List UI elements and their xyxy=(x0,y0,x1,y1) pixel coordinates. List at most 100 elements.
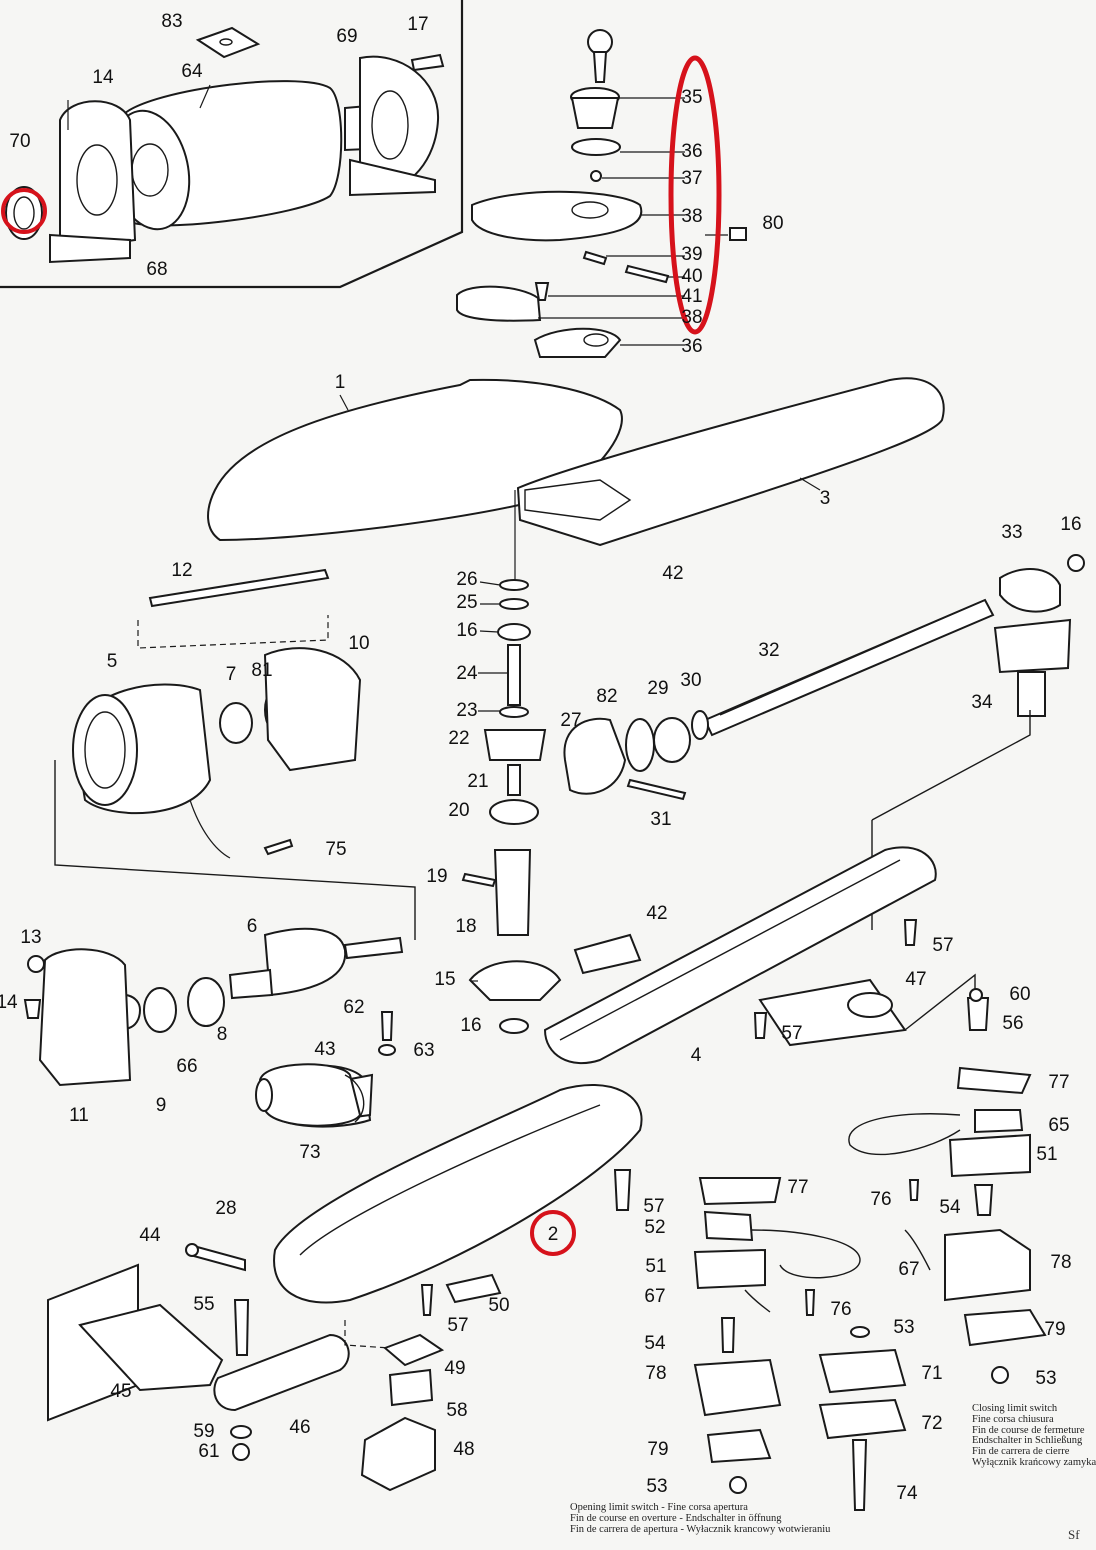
callout-21: 21 xyxy=(467,771,488,792)
callout-4: 4 xyxy=(691,1045,702,1066)
callout-68: 68 xyxy=(146,259,167,280)
release-key-group xyxy=(456,29,747,358)
inset-motor-group xyxy=(1,26,445,264)
callout-57: 57 xyxy=(447,1315,468,1336)
callout-62: 62 xyxy=(343,997,364,1018)
callout-40: 40 xyxy=(681,266,702,287)
callout-2: 2 xyxy=(548,1224,559,1245)
caption-line: Fin de carrera de apertura - Wyłacznik k… xyxy=(570,1523,831,1535)
closing-limit-switch-caption: Closing limit switch Fine corsa chiusura… xyxy=(972,1403,1096,1469)
callout-20: 20 xyxy=(448,800,469,821)
callout-79: 79 xyxy=(1044,1319,1065,1340)
callout-80: 80 xyxy=(762,213,783,234)
callout-43: 43 xyxy=(314,1039,335,1060)
caption-line: Fine corsa chiusura xyxy=(972,1413,1054,1425)
callout-53: 53 xyxy=(646,1476,667,1497)
caption-line: Fin de course en overture - Endschalter … xyxy=(570,1512,782,1524)
callout-77: 77 xyxy=(787,1177,808,1198)
callout-69: 69 xyxy=(336,26,357,47)
callout-7: 7 xyxy=(226,664,237,685)
callout-22: 22 xyxy=(448,728,469,749)
inset-frame xyxy=(0,0,464,289)
screw-group xyxy=(563,554,1085,930)
callout-66: 66 xyxy=(176,1056,197,1077)
left-gear-group xyxy=(23,927,404,1087)
callout-49: 49 xyxy=(444,1358,465,1379)
callout-51: 51 xyxy=(645,1256,666,1277)
callout-53: 53 xyxy=(893,1317,914,1338)
callout-35: 35 xyxy=(681,87,702,108)
callout-64: 64 xyxy=(181,61,203,82)
callout-14: 14 xyxy=(0,992,18,1013)
callout-16: 16 xyxy=(460,1015,481,1036)
callout-73: 73 xyxy=(299,1142,320,1163)
callout-8: 8 xyxy=(217,1024,228,1045)
callout-74: 74 xyxy=(896,1483,918,1504)
callout-63: 63 xyxy=(413,1040,434,1061)
callout-78: 78 xyxy=(645,1363,666,1384)
callout-10: 10 xyxy=(348,633,369,654)
callout-57: 57 xyxy=(932,935,953,956)
callout-55: 55 xyxy=(193,1294,214,1315)
callout-45: 45 xyxy=(110,1381,131,1402)
callout-3: 3 xyxy=(820,488,831,509)
callout-36: 36 xyxy=(681,141,702,162)
callout-65: 65 xyxy=(1048,1115,1069,1136)
callout-15: 15 xyxy=(434,969,455,990)
callout-60: 60 xyxy=(1009,984,1030,1005)
callout-77: 77 xyxy=(1048,1072,1069,1093)
callout-67: 67 xyxy=(898,1259,919,1280)
callout-47: 47 xyxy=(905,969,926,990)
signature-mark: Sf xyxy=(1068,1527,1080,1542)
callout-58: 58 xyxy=(446,1400,467,1421)
callout-18: 18 xyxy=(455,916,476,937)
callout-53: 53 xyxy=(1035,1368,1056,1389)
callout-26: 26 xyxy=(456,569,477,590)
callout-41: 41 xyxy=(681,286,702,307)
callout-82: 82 xyxy=(596,686,617,707)
callout-33: 33 xyxy=(1001,522,1022,543)
callout-16: 16 xyxy=(456,620,477,641)
callout-57: 57 xyxy=(643,1196,664,1217)
callout-75: 75 xyxy=(325,839,346,860)
callout-39: 39 xyxy=(681,244,702,265)
callout-48: 48 xyxy=(453,1439,474,1460)
callout-61: 61 xyxy=(198,1441,219,1462)
callout-54: 54 xyxy=(939,1197,961,1218)
callout-76: 76 xyxy=(870,1189,891,1210)
caption-line: Wyłącznik krańcowy zamykania xyxy=(972,1456,1096,1468)
callout-72: 72 xyxy=(921,1413,942,1434)
callout-42: 42 xyxy=(646,903,667,924)
callout-37: 37 xyxy=(681,168,702,189)
stator-group xyxy=(54,568,416,940)
red-circle-70 xyxy=(1,188,47,234)
callout-14: 14 xyxy=(92,67,114,88)
callout-50: 50 xyxy=(488,1295,509,1316)
callout-83: 83 xyxy=(161,11,182,32)
callout-57: 57 xyxy=(781,1023,802,1044)
callout-36: 36 xyxy=(681,336,702,357)
capacitor-group xyxy=(255,1063,365,1127)
callout-16: 16 xyxy=(1060,514,1081,535)
callout-1: 1 xyxy=(335,372,346,393)
callout-25: 25 xyxy=(456,592,477,613)
callout-81: 81 xyxy=(251,660,272,681)
bracket-group xyxy=(47,1243,350,1461)
rail-group xyxy=(543,846,990,1065)
callout-46: 46 xyxy=(289,1417,310,1438)
callout-56: 56 xyxy=(1002,1013,1023,1034)
center-stack-group xyxy=(461,579,562,1034)
callout-38: 38 xyxy=(681,307,702,328)
callout-70: 70 xyxy=(9,131,30,152)
caption-line: Opening limit switch - Fine corsa apertu… xyxy=(570,1502,748,1513)
red-circle-2 xyxy=(530,1210,576,1256)
callout-42: 42 xyxy=(662,563,683,584)
callout-51: 51 xyxy=(1036,1144,1057,1165)
callout-11: 11 xyxy=(69,1105,89,1126)
callout-52: 52 xyxy=(644,1217,665,1238)
callout-59: 59 xyxy=(193,1421,214,1442)
caption-line: Fin de course de fermeture xyxy=(972,1424,1085,1436)
callout-76: 76 xyxy=(830,1299,851,1320)
callout-38: 38 xyxy=(681,206,702,227)
